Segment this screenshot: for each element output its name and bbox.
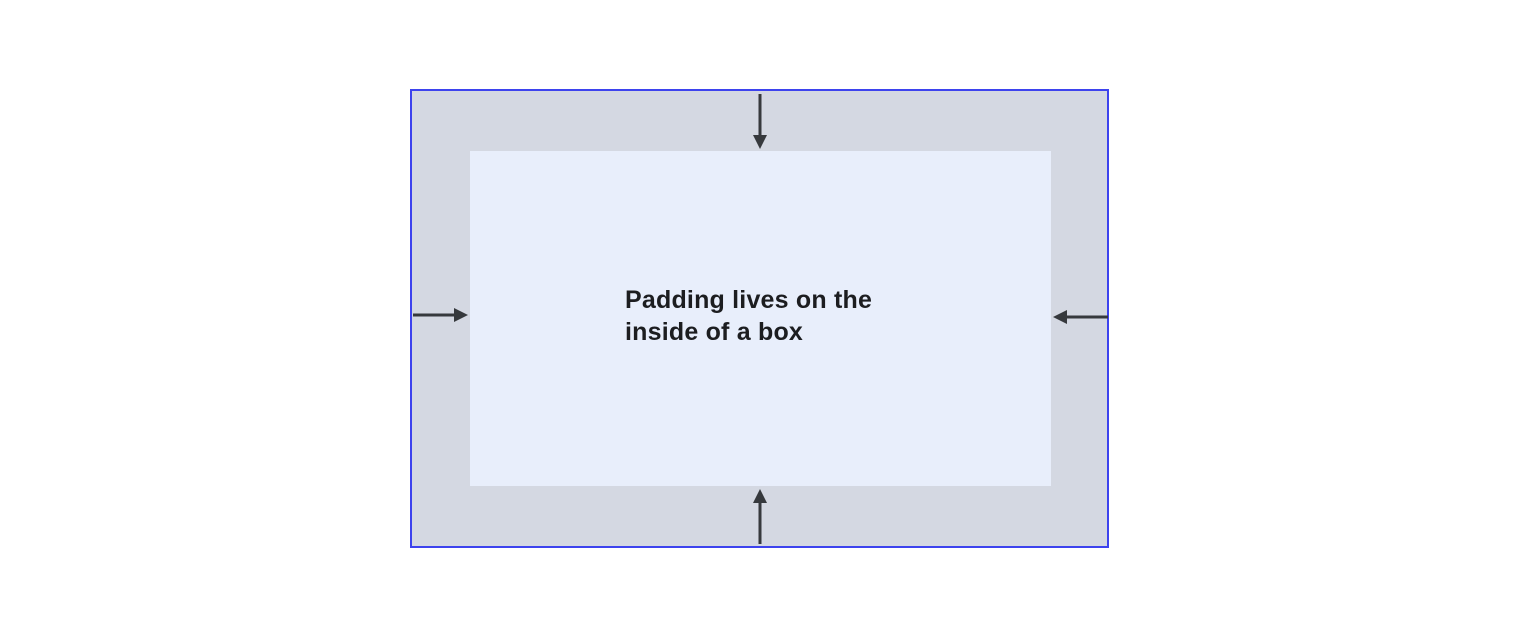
padding-label-line2: inside of a box xyxy=(625,318,804,346)
padding-label: Padding lives on the inside of a box xyxy=(625,284,872,348)
arrow-right-icon xyxy=(413,305,469,325)
arrow-left-icon xyxy=(1052,307,1108,327)
arrow-down-icon xyxy=(750,94,770,150)
padding-label-line1: Padding lives on the xyxy=(625,286,873,314)
arrow-up-icon xyxy=(750,488,770,544)
border-box: Padding lives on the inside of a box xyxy=(410,89,1109,548)
padding-content-box: Padding lives on the inside of a box xyxy=(470,151,1051,486)
